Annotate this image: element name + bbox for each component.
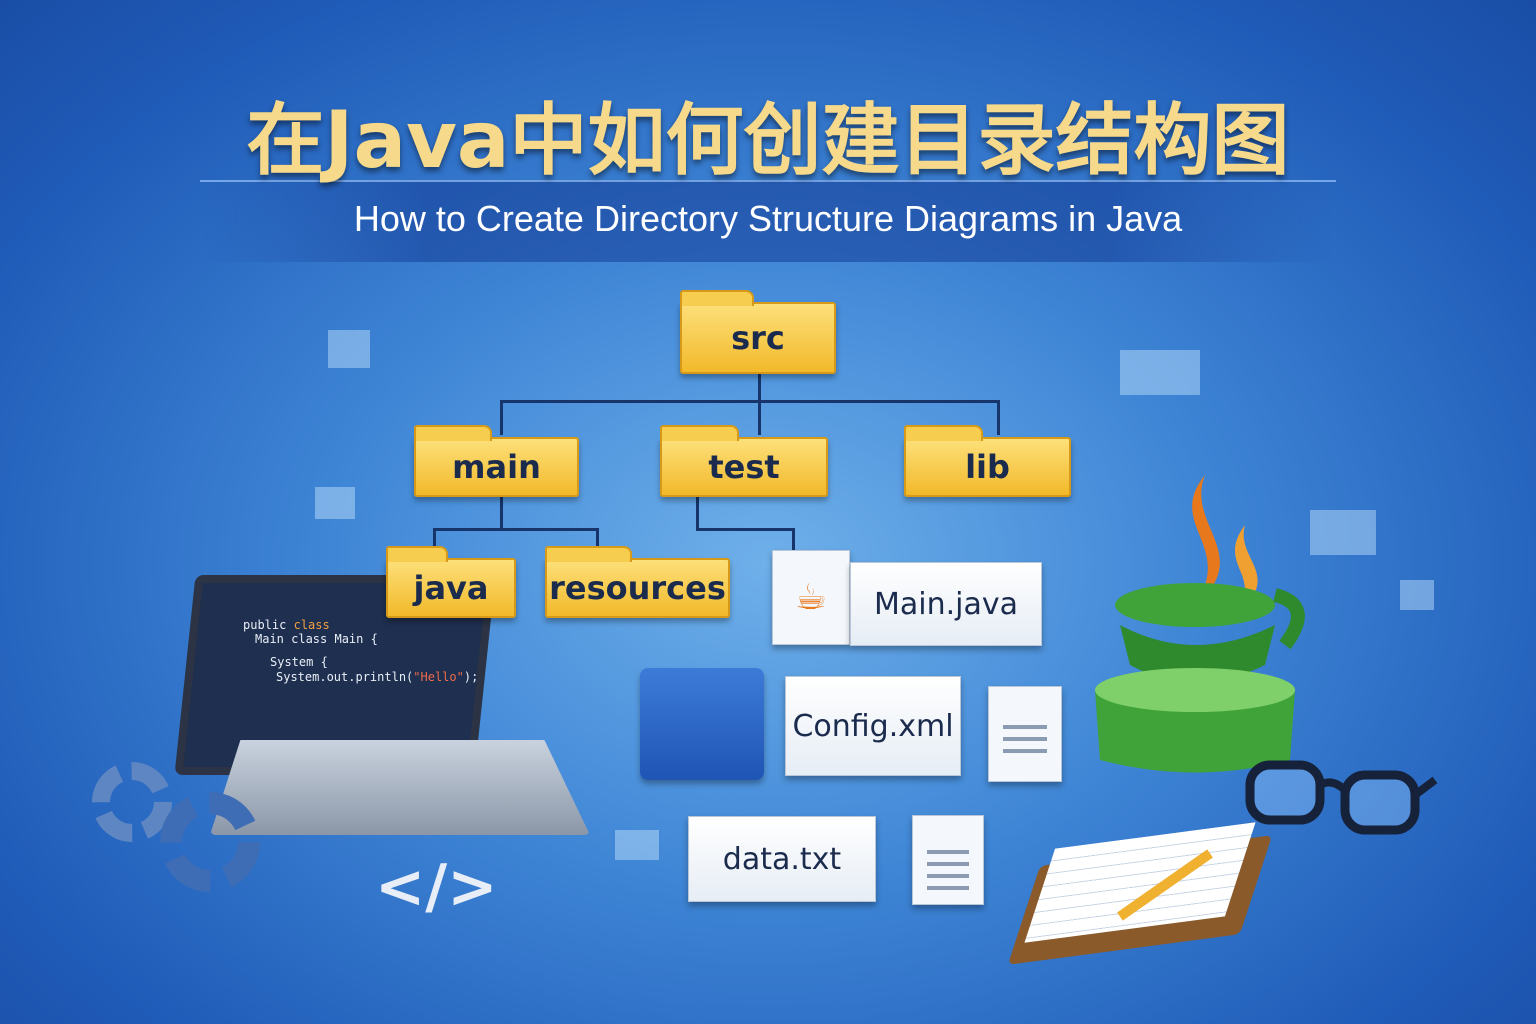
file-config-xml[interactable]: Config.xml [785, 676, 961, 776]
tree-line [758, 372, 761, 402]
decor-square [1120, 350, 1200, 395]
code-text: Main class Main { [255, 632, 378, 646]
code-text: System.out.println( [276, 670, 414, 684]
gear-icon [160, 792, 260, 892]
code-tag-icon: </> [375, 852, 498, 922]
flame-icon [1192, 475, 1220, 605]
folder-test[interactable]: test [660, 425, 828, 497]
code-text: System { [270, 655, 328, 669]
folder-lib[interactable]: lib [904, 425, 1071, 497]
tree-line [696, 497, 699, 529]
document-icon [988, 686, 1062, 782]
tree-line [500, 400, 1000, 403]
decor-square [1310, 510, 1376, 555]
folder-java[interactable]: java [386, 546, 516, 618]
code-keyword: class [293, 618, 330, 632]
subtitle-band [200, 180, 1336, 262]
code-text: ); [463, 670, 479, 684]
glasses-icon [1245, 760, 1438, 835]
tree-line [433, 528, 436, 558]
gear-icon [92, 762, 172, 842]
java-cup-logo [1095, 475, 1305, 773]
document-icon [912, 815, 984, 905]
java-file-icon: ☕ [772, 550, 850, 645]
tree-line [500, 497, 503, 529]
page-title: 在Java中如何创建目录结构图 [246, 96, 1290, 186]
decor-square [315, 487, 355, 519]
tree-line [997, 400, 1000, 435]
decor-square [1400, 580, 1434, 610]
folder-resources[interactable]: resources [545, 546, 730, 618]
decor-square [615, 830, 659, 860]
file-main-java[interactable]: Main.java [850, 562, 1042, 646]
folder-src[interactable]: src [680, 290, 836, 374]
tree-line [696, 528, 794, 531]
tree-line [500, 400, 503, 435]
code-text: public [243, 618, 287, 632]
tree-line [758, 400, 761, 435]
page-subtitle: How to Create Directory Structure Diagra… [353, 198, 1183, 239]
tree-line [433, 528, 598, 531]
file-data-txt[interactable]: data.txt [688, 816, 876, 902]
tree-line [792, 528, 795, 550]
blue-folder-icon [640, 668, 764, 780]
folder-main[interactable]: main [414, 425, 579, 497]
decor-square [328, 330, 370, 368]
laptop-keyboard [210, 740, 590, 835]
tree-line [596, 528, 599, 558]
code-string: "Hello" [413, 670, 464, 684]
